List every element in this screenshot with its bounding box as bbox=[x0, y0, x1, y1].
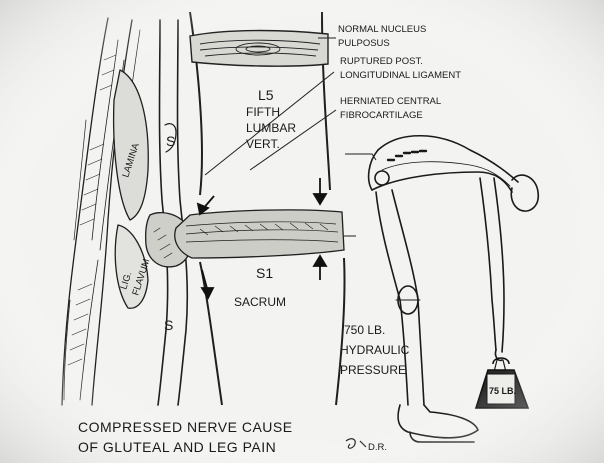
caption-line2: OF GLUTEAL AND LEG PAIN bbox=[78, 439, 276, 455]
label-ruptured-line1: RUPTURED POST. bbox=[340, 56, 423, 67]
signature-text: D.R. bbox=[368, 442, 387, 453]
label-pressure-line2: HYDRAULIC bbox=[340, 343, 410, 357]
label-lumbar: LUMBAR bbox=[246, 121, 296, 135]
label-fifth: FIFTH bbox=[246, 105, 280, 119]
label-pressure-line3: PRESSURE bbox=[340, 363, 406, 377]
label-sacrum: SACRUM bbox=[234, 295, 286, 309]
label-vert: VERT. bbox=[246, 137, 280, 151]
label-herniated-line1: HERNIATED CENTRAL bbox=[340, 96, 441, 107]
label-weight: 75 LB. bbox=[489, 386, 516, 396]
label-herniated-line2: FIBROCARTILAGE bbox=[340, 110, 423, 121]
caption-line1: COMPRESSED NERVE CAUSE bbox=[78, 419, 293, 435]
label-s-bottom: S bbox=[164, 317, 173, 333]
label-ruptured-line2: LONGITUDINAL LIGAMENT bbox=[340, 70, 461, 81]
label-s-top: S bbox=[166, 133, 175, 149]
label-normal-nucleus-line2: PULPOSUS bbox=[338, 38, 390, 49]
label-s1: S1 bbox=[256, 265, 273, 281]
label-l5: L5 bbox=[258, 87, 274, 103]
label-pressure-line1: 750 LB. bbox=[344, 323, 385, 337]
label-normal-nucleus-line1: NORMAL NUCLEUS bbox=[338, 24, 426, 35]
